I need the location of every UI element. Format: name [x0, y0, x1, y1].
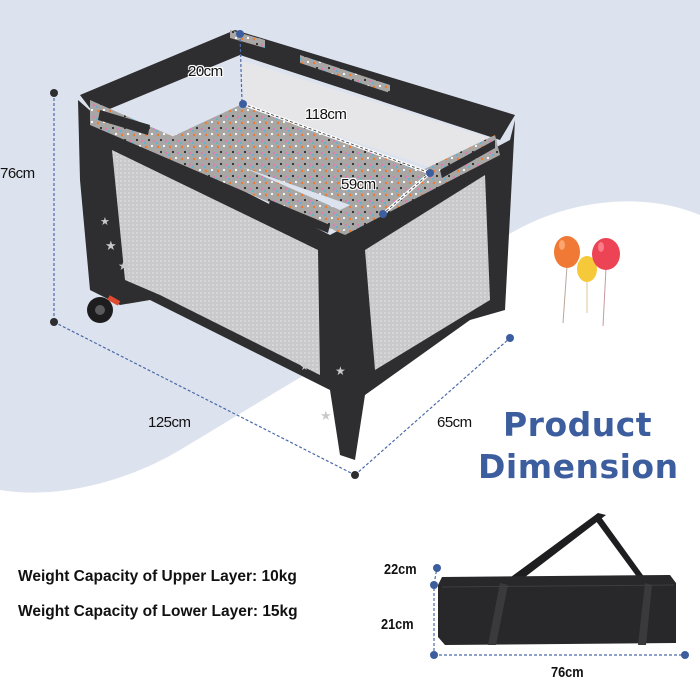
bag-length-label: 76cm: [551, 664, 584, 681]
title-line-2: Dimension: [478, 447, 679, 486]
spec-lower-layer: Weight Capacity of Lower Layer: 15kg: [18, 603, 298, 620]
carry-bag-image: [438, 513, 676, 645]
svg-text:★: ★: [320, 408, 332, 423]
bassinet-depth-label: 20cm: [188, 63, 223, 80]
bag-depth-label: 22cm: [384, 561, 417, 578]
spec-upper-layer: Weight Capacity of Upper Layer: 10kg: [18, 568, 297, 585]
svg-text:★: ★: [100, 216, 110, 228]
bassinet-width-label: 59cm: [341, 176, 376, 193]
svg-text:★: ★: [335, 364, 346, 378]
svg-text:★: ★: [300, 362, 309, 373]
title-line-1: Product: [503, 405, 653, 444]
star-decorations-icon: ★ ★ ★ ★ ★ ★: [100, 216, 346, 423]
bag-height-label: 21cm: [381, 616, 414, 633]
height-label: 76cm: [0, 165, 35, 182]
playard-crib-image: ★ ★ ★ ★ ★ ★: [78, 30, 515, 460]
width-label: 65cm: [437, 414, 472, 431]
bassinet-length-label: 118cm: [305, 106, 347, 123]
length-label: 125cm: [148, 414, 191, 431]
svg-text:★: ★: [118, 259, 129, 273]
balloons-icon: [554, 236, 620, 327]
svg-text:★: ★: [105, 238, 117, 253]
